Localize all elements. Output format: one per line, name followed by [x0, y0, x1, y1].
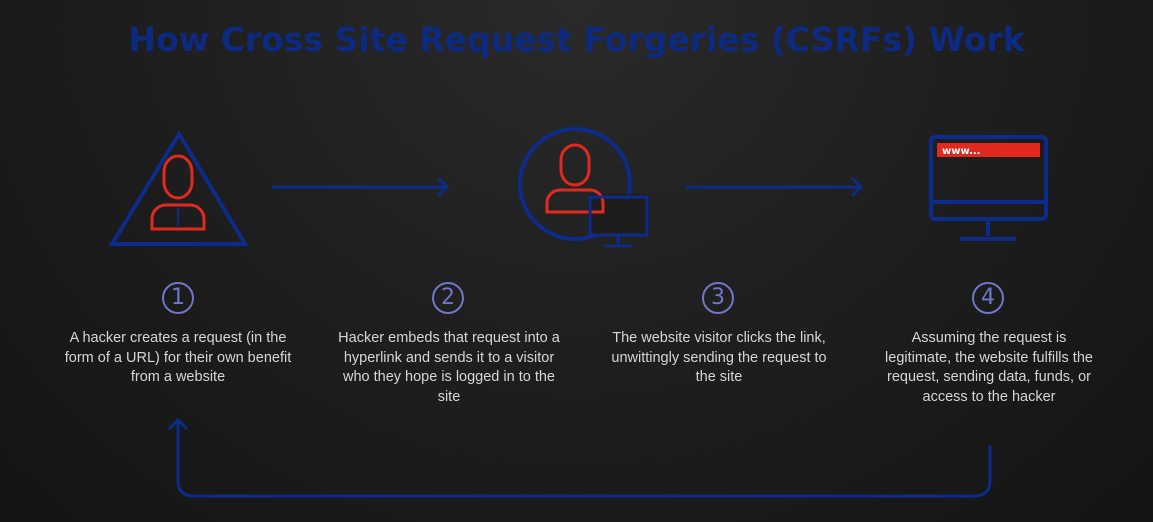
arrow-step1-to-step2	[272, 176, 450, 198]
step-3-description: The website visitor clicks the link, unw…	[611, 330, 827, 385]
website-monitor-icon: www...	[929, 135, 1048, 241]
step-2-description: Hacker embeds that request into a hyperl…	[338, 330, 560, 405]
step-1-description: A hacker creates a request (in the form …	[64, 330, 292, 385]
arrow-step2-to-step3	[686, 176, 864, 198]
visitor-computer-icon	[518, 127, 650, 248]
step-4-description: Assuming the request is legitimate, the …	[885, 330, 1093, 405]
page-title: How Cross Site Request Forgeries (CSRFs)…	[128, 20, 1025, 59]
browser-url: www...	[942, 146, 980, 157]
hacker-warning-icon	[108, 130, 249, 246]
step-number-3: 3	[702, 282, 734, 314]
step-number-4: 4	[972, 282, 1004, 314]
step-number-2: 2	[432, 282, 464, 314]
step-number-1: 1	[162, 282, 194, 314]
return-loop-arrow	[167, 417, 992, 498]
